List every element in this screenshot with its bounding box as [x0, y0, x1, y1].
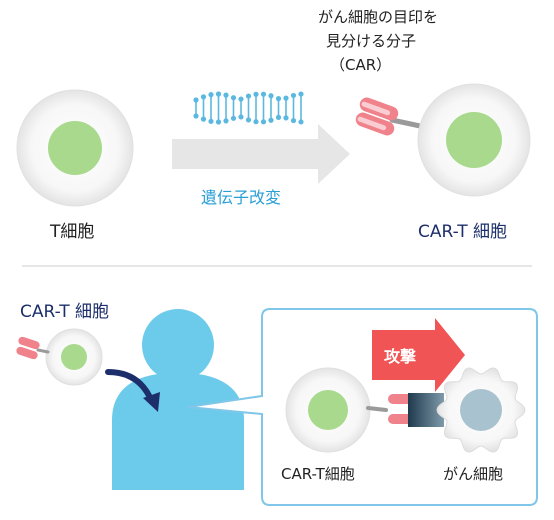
person-silhouette [112, 309, 244, 490]
dna-icon [193, 91, 304, 125]
injection-arrow [105, 369, 160, 412]
car-t-cell-label: CAR-T 細胞 [418, 222, 507, 242]
car-t-cell [417, 83, 531, 197]
small-car-t-cell [16, 328, 103, 386]
panel-car-t-label: CAR-T細胞 [281, 465, 355, 483]
t-cell-label: T細胞 [50, 222, 95, 242]
process-arrow [172, 124, 350, 184]
attack-arrow [372, 318, 465, 392]
process-label: 遺伝子改変 [201, 188, 282, 207]
attack-label: 攻撃 [384, 347, 417, 366]
cancer-cell-label: がん細胞 [443, 465, 504, 483]
t-cell [16, 89, 134, 207]
car-molecule-label-line2: 見分ける分子 [326, 32, 417, 50]
car-receptor-icon [355, 97, 423, 136]
car-molecule-label-line1: がん細胞の目印を [318, 8, 439, 26]
small-car-t-label: CAR-T 細胞 [20, 302, 109, 322]
car-molecule-label-line3: （CAR） [330, 56, 392, 74]
cancer-cell [436, 367, 526, 453]
panel-car-t-cell [285, 367, 371, 453]
